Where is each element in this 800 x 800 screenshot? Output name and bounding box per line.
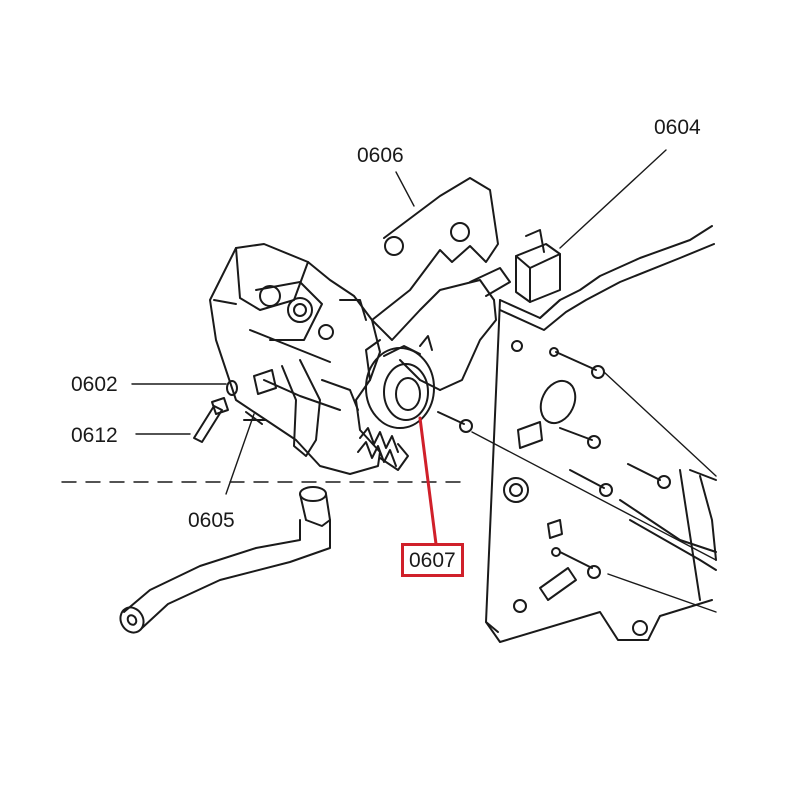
pin-part-0612 <box>193 397 229 443</box>
leader-0604 <box>559 149 667 249</box>
bracket-part-0606 <box>371 177 511 391</box>
disk-part-0607 <box>365 335 435 429</box>
spring-assembly <box>357 427 409 471</box>
screws <box>437 351 671 579</box>
part-label-0607-highlighted: 0607 <box>401 543 464 577</box>
connector-part-0604 <box>515 229 561 303</box>
mounting-plate <box>485 225 717 643</box>
leader-0606 <box>395 171 415 207</box>
leader-lines <box>131 149 717 613</box>
clip-part-0605 <box>243 369 277 425</box>
part-label-0605: 0605 <box>188 509 235 532</box>
part-label-0612: 0612 <box>71 424 118 447</box>
part-label-0604: 0604 <box>654 116 701 139</box>
hose-part <box>119 486 331 634</box>
leader-0605 <box>225 413 255 495</box>
part-label-0606: 0606 <box>357 144 404 167</box>
valve-body <box>209 243 381 475</box>
washer-part-0602 <box>226 380 238 396</box>
leader-0607 <box>418 416 438 546</box>
part-label-0602: 0602 <box>71 373 118 396</box>
